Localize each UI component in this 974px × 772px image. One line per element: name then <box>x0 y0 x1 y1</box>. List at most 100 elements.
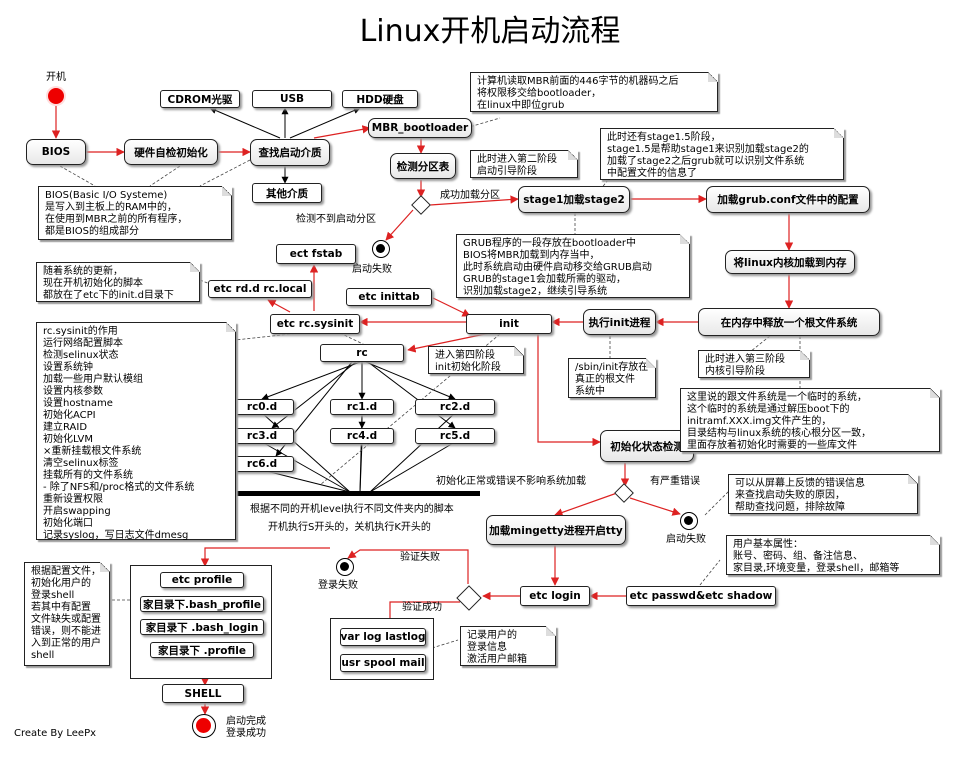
edge-find-hdd <box>289 107 361 139</box>
start-node <box>48 88 64 104</box>
rootfs-note: 这里说的跟文件系统是一个临时的系统， 这个临时的系统是通过解压boot下的 in… <box>680 388 940 452</box>
edge-rc-rc3 <box>271 361 357 429</box>
credit-label: Create By LeePx <box>14 728 97 739</box>
s-k-label: 开机执行S开头的，关机执行K开头的 <box>268 522 431 533</box>
rc-node: rc <box>320 344 404 362</box>
release-fs-node: 在内存中释放一个根文件系统 <box>698 308 880 336</box>
passwd-node: etc passwd&etc shadow <box>626 586 776 606</box>
stage3-note: 此时进入第三阶段 内核引导阶段 <box>698 350 810 378</box>
dash-sysinit-note <box>234 332 301 341</box>
profile-node: etc profile <box>160 572 244 588</box>
stage2-note: 此时进入第二阶段 启动引导阶段 <box>470 150 578 178</box>
rc2-node: rc2.d <box>415 399 495 415</box>
grub-conf-node: 加载grub.conf文件中的配置 <box>706 186 870 213</box>
login-fail-end <box>336 558 354 576</box>
boot-done-label: 启动完成 登录成功 <box>226 716 266 739</box>
edge-diamond2-fail <box>347 549 469 584</box>
edge-rc-rc0 <box>261 361 361 401</box>
init-node: init <box>466 314 552 334</box>
boot-fail-label-1: 启动失败 <box>352 264 392 275</box>
edge-diamond-fail2 <box>629 497 681 516</box>
mbr-note: 计算机读取MBR前面的446字节的机器码之后 将权限移交给bootloader，… <box>470 72 718 112</box>
boot-fail-end-1 <box>372 240 390 258</box>
detect-part-node: 检测分区表 <box>390 153 456 179</box>
rc-sysinit-node: etc rc.sysinit <box>270 314 360 334</box>
dash-fail2-note <box>704 489 731 516</box>
mbr-node: MBR_bootloader <box>368 118 472 138</box>
bios-node: BIOS <box>26 139 86 165</box>
dash-bios-note <box>59 165 96 187</box>
mingetty-node: 加载mingetty进程开启tty <box>486 515 626 545</box>
lastlog-node: var log lastlog <box>340 628 426 646</box>
edge-sysinit-rclocal <box>267 299 291 313</box>
dash-passwd-note <box>699 559 721 586</box>
rc1-node: rc1.d <box>330 399 394 415</box>
dash-lastlog-note <box>431 639 459 649</box>
bios-note: BIOS(Basic I/O Systeme) 是写入到主板上的RAM中的， 在… <box>38 186 232 240</box>
rc6-node: rc6.d <box>230 456 294 472</box>
page-title: Linux开机启动流程 <box>359 14 621 49</box>
init-ok-label: 初始化正常或错误不影响系统加载 <box>436 476 586 487</box>
usb-node: USB <box>252 90 332 108</box>
dash-init-bar <box>319 333 501 486</box>
rc3-node: rc3.d <box>230 428 294 444</box>
user-note: 用户基本属性： 账号、密码、组、备注信息、 家目录,环境变量，登录shell，邮… <box>726 535 940 575</box>
etc-login-node: etc login <box>520 586 590 606</box>
bash-login-node: 家目录下 .bash_login <box>140 619 264 635</box>
boot-fail-end-2 <box>680 512 698 530</box>
edge-find-mbr <box>313 125 371 139</box>
home-profile-node: 家目录下 .profile <box>150 642 254 658</box>
verify-ok-label: 验证成功 <box>402 602 442 613</box>
final-end <box>192 714 216 738</box>
edge-diamond-fail <box>385 209 414 241</box>
rcd-local-node: etc rd.d rc.local <box>208 280 312 298</box>
edge-rc-rc5 <box>367 361 456 429</box>
find-media-node: 查找启动介质 <box>250 139 330 166</box>
edge-lastlog-profile <box>200 547 330 567</box>
hdd-node: HDD硬盘 <box>342 90 418 108</box>
rc4-node: rc4.d <box>330 428 394 444</box>
start-label: 开机 <box>46 72 66 83</box>
edge-diamond-mingetty <box>554 492 618 517</box>
edge-rc5-bar <box>369 441 456 493</box>
rclocal-note: 随着系统的更新， 现在开机初始化的脚本 都放在了etc下的init.d目录下 <box>36 262 200 302</box>
fstab-node: ect fstab <box>276 244 356 264</box>
sysinit-note: rc.sysinit的作用 运行网络配置脚本 检测selinux状态 设置系统钟… <box>36 322 236 541</box>
edge-rc6-bar <box>261 469 351 493</box>
edge-rc3-bar <box>261 441 351 493</box>
level-script-label: 根据不同的开机level执行不同文件夹内的脚本 <box>250 504 454 515</box>
edge-inittab-init <box>432 297 471 317</box>
grub-note: GRUB程序的一段存放在bootloader中 BIOS将MBR加载到内存当中，… <box>456 234 690 298</box>
verify-fail-label: 验证失败 <box>400 552 440 563</box>
stage1-node: stage1加载stage2 <box>518 186 630 213</box>
serious-err-label: 有严重错误 <box>650 476 700 487</box>
edge-rc0-bar <box>261 412 351 493</box>
other-media-node: 其他介质 <box>252 183 322 203</box>
edge-init-check <box>537 334 601 447</box>
login-fail-label: 登录失败 <box>318 580 358 591</box>
selftest-node: 硬件自检初始化 <box>124 139 218 165</box>
dash-release-stage3 <box>749 335 771 353</box>
dash-find-note <box>199 159 251 187</box>
rc0-node: rc0.d <box>230 399 294 415</box>
rc5-node: rc5.d <box>415 428 495 444</box>
shell-node: SHELL <box>162 684 244 703</box>
boot-fail-label-2: 启动失败 <box>666 534 706 545</box>
edge-find-cdrom <box>209 107 281 139</box>
load-kernel-node: 将linux内核加载到内存 <box>725 250 855 274</box>
bash-profile-node: 家目录下.bash_profile <box>140 596 264 612</box>
error-note: 可以从屏幕上反馈的错误信息 来查找启动失败的原因， 帮助查找问题，排除故障 <box>728 474 918 514</box>
cdrom-node: CDROM光驱 <box>160 90 240 108</box>
profile-note: 根据配置文件， 初始化用户的 登录shell 若其中有配置 文件缺失或配置 错误… <box>24 562 110 666</box>
no-part-label: 检测不到启动分区 <box>296 214 376 225</box>
spool-node: usr spool mail <box>340 654 426 672</box>
fork-bar <box>222 491 480 496</box>
edge-diamond-stage1 <box>429 195 519 206</box>
edge-init-rc <box>407 332 491 353</box>
edge-rc-rc2 <box>365 361 456 400</box>
init-check-node: 初始化状态检测 <box>600 430 694 462</box>
found-part-label: 成功加载分区 <box>440 190 500 201</box>
login-note: 记录用户的 登录信息 激活用户邮箱 <box>460 626 556 666</box>
sbin-note: /sbin/init存放在 真正的根文件 系统中 <box>568 358 656 398</box>
